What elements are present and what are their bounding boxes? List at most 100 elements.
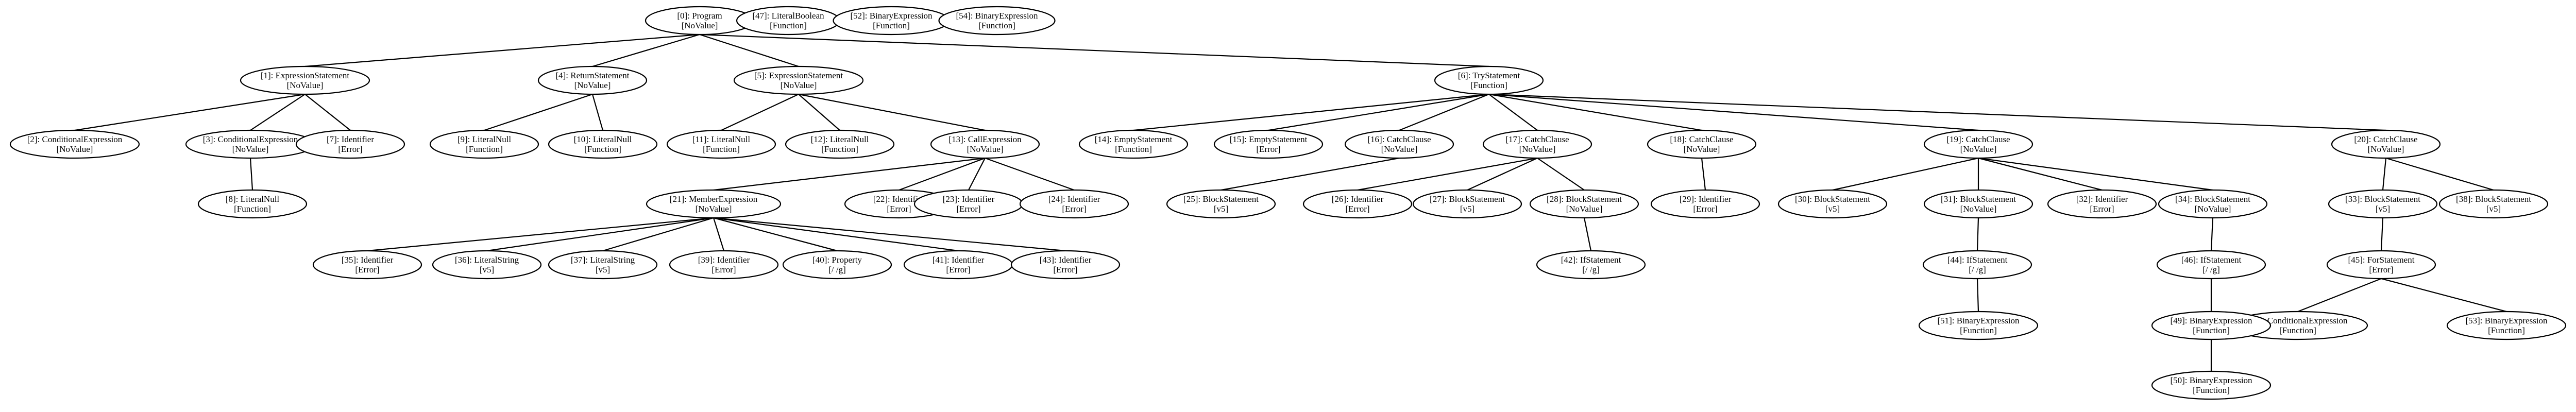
node-value: [Function] [873, 21, 910, 30]
tree-node-21: [21]: MemberExpression[NoValue] [646, 189, 782, 219]
edge-45-53 [2381, 278, 2507, 313]
node-name: [27]: BlockStatement [1430, 194, 1505, 204]
node-name: [19]: CatchClause [1946, 134, 2010, 144]
tree-node-32: [32]: Identifier[Error] [2047, 189, 2157, 219]
edge-21-37 [602, 217, 714, 252]
node-name: [24]: Identifier [1048, 194, 1100, 204]
node-name: [43]: Identifier [1040, 255, 1092, 265]
node-value: [NoValue] [57, 144, 93, 154]
node-name: [13]: CallExpression [948, 134, 1022, 144]
tree-node-52: [52]: BinaryExpression[Function] [833, 6, 950, 36]
node-value: [v5] [2486, 204, 2501, 214]
tree-node-10: [10]: LiteralNull[Function] [548, 129, 658, 159]
edge-28-42 [1583, 217, 1592, 251]
tree-node-11: [11]: LiteralNull[Function] [666, 129, 776, 159]
node-value: [/ /g] [1582, 265, 1600, 274]
tree-node-27: [27]: BlockStatement[v5] [1412, 189, 1522, 219]
node-ellipse [646, 189, 782, 219]
node-ellipse [1344, 129, 1454, 159]
tree-node-34: [34]: BlockStatement[NoValue] [2158, 189, 2268, 219]
node-ellipse [1529, 189, 1639, 219]
node-name: [21]: MemberExpression [670, 194, 758, 204]
node-name: [16]: CatchClause [1367, 134, 1431, 144]
node-ellipse [2331, 129, 2441, 159]
edge-6-19 [1488, 93, 1979, 131]
node-value: [/ /g] [1969, 265, 1986, 274]
edge-19-30 [1832, 157, 1979, 191]
node-name: [29]: Identifier [1680, 194, 1732, 204]
tree-nodes: [0]: Program[NoValue][1]: ExpressionStat… [9, 6, 2567, 400]
node-value: [Function] [1115, 144, 1152, 154]
node-value: [NoValue] [1960, 204, 1997, 214]
node-value: [NoValue] [287, 80, 324, 90]
edge-44-51 [1976, 278, 1979, 312]
node-name: [33]: BlockStatement [2345, 194, 2420, 204]
node-value: [Function] [2279, 325, 2316, 335]
edge-5-11 [721, 94, 799, 131]
node-ellipse [938, 6, 1056, 36]
node-ellipse [1434, 65, 1544, 95]
tree-node-12: [12]: LiteralNull[Function] [785, 129, 895, 159]
node-name: [18]: CatchClause [1670, 134, 1733, 144]
node-ellipse [1777, 189, 1888, 219]
node-value: [Function] [234, 204, 271, 214]
edge-3-8 [249, 158, 253, 191]
edge-33-45 [2380, 217, 2384, 251]
tree-node-46: [46]: IfStatement[/ /g] [2156, 250, 2266, 280]
edge-21-41 [713, 217, 959, 252]
tree-node-41: [41]: Identifier[Error] [903, 250, 1013, 280]
node-value: [Error] [887, 204, 911, 214]
edge-6-15 [1268, 93, 1489, 131]
node-ellipse [1019, 189, 1129, 219]
node-ellipse [548, 129, 658, 159]
node-value: [v5] [1825, 204, 1840, 214]
tree-node-3: [3]: ConditionalExpression[NoValue] [185, 129, 316, 159]
edge-45-48 [2297, 278, 2382, 313]
node-value: [v5] [1214, 204, 1228, 214]
node-name: [50]: BinaryExpression [2170, 375, 2252, 385]
node-ellipse [1482, 129, 1592, 159]
node-value: [NoValue] [967, 144, 1004, 154]
node-ellipse [2328, 189, 2438, 219]
node-ellipse [1010, 250, 1121, 280]
node-name: [54]: BinaryExpression [956, 11, 1038, 21]
node-value: [NoValue] [2195, 204, 2231, 214]
node-ellipse [1647, 129, 1757, 159]
tree-node-36: [36]: LiteralString[v5] [432, 250, 542, 280]
edge-1-3 [250, 94, 306, 131]
node-name: [1]: ExpressionStatement [261, 71, 350, 80]
node-ellipse [2156, 250, 2266, 280]
node-value: [Function] [703, 144, 740, 154]
edge-13-22 [899, 157, 986, 191]
node-value: [Function] [770, 21, 807, 30]
tree-node-43: [43]: Identifier[Error] [1010, 250, 1121, 280]
node-value: [Function] [821, 144, 858, 154]
tree-node-6: [6]: TryStatement[Function] [1434, 65, 1544, 95]
node-name: [47]: LiteralBoolean [752, 11, 824, 21]
node-name: [46]: IfStatement [2181, 255, 2242, 265]
node-value: [v5] [480, 265, 494, 274]
edge-17-28 [1537, 158, 1585, 191]
node-name: [25]: BlockStatement [1183, 194, 1259, 204]
node-value: [/ /g] [2202, 265, 2220, 274]
edge-20-33 [2382, 158, 2387, 191]
node-value: [Error] [2090, 204, 2114, 214]
node-value: [Function] [584, 144, 621, 154]
edge-1-2 [74, 93, 306, 131]
tree-node-45: [45]: ForStatement[Error] [2326, 250, 2436, 280]
node-name: [31]: BlockStatement [1941, 194, 2016, 204]
node-ellipse [2151, 311, 2272, 340]
tree-edges [74, 33, 2507, 371]
tree-node-23: [23]: Identifier[Error] [913, 189, 1024, 219]
edge-17-27 [1467, 157, 1538, 191]
node-name: [28]: BlockStatement [1547, 194, 1622, 204]
node-value: [Error] [338, 144, 362, 154]
node-ellipse [1412, 189, 1522, 219]
edge-34-46 [2210, 217, 2214, 251]
node-ellipse [666, 129, 776, 159]
node-ellipse [2047, 189, 2157, 219]
node-name: [14]: EmptyStatement [1095, 134, 1173, 144]
tree-node-18: [18]: CatchClause[NoValue] [1647, 129, 1757, 159]
node-value: [Function] [2193, 385, 2230, 395]
node-name: [8]: LiteralNull [226, 194, 280, 204]
